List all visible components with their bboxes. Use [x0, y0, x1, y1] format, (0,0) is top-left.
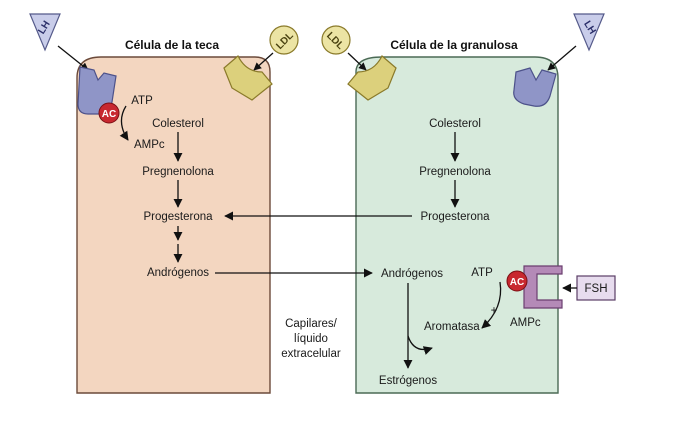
capillaries-line1: Capilares/ — [285, 318, 338, 330]
theca-cell — [76, 56, 271, 394]
granulosa-plus: + — [491, 305, 498, 317]
theca-androgens: Andrógenos — [147, 267, 209, 279]
granulosa-lh-receptor — [513, 67, 557, 107]
granulosa-androgens: Andrógenos — [381, 268, 443, 280]
granulosa-aromatase: Aromatasa — [424, 321, 480, 333]
granulosa-ac-circle — [506, 270, 528, 292]
capillaries-line3: extracelular — [281, 348, 341, 360]
fsh-label: FSH — [585, 283, 608, 295]
theca-ampc: AMPc — [134, 139, 165, 151]
granulosa-ldl-arrow — [347, 52, 367, 71]
granulosa-lh-ligand: LH — [573, 13, 605, 52]
granulosa-lh-arrow — [547, 45, 577, 71]
theca-lh-ligand: LH — [29, 13, 61, 52]
granulosa-estrogens: Estrógenos — [379, 375, 437, 387]
granulosa-ldl-ligand: LDL — [321, 25, 351, 55]
granulosa-cell — [355, 56, 559, 394]
theca-ldl-ligand: LDL — [269, 25, 299, 55]
granulosa-atp: ATP — [471, 267, 493, 279]
granulosa-ampc: AMPc — [510, 317, 541, 329]
granulosa-ac-label: AC — [510, 277, 524, 288]
granulosa-progesterone: Progesterona — [420, 211, 490, 223]
granulosa-cholesterol: Colesterol — [429, 118, 481, 130]
theca-lh-arrow — [57, 45, 89, 71]
granulosa-ldl-receptor — [347, 55, 397, 101]
granulosa-cell-title: Célula de la granulosa — [390, 38, 518, 52]
aromatase-branch-arrow — [407, 335, 433, 355]
fsh-box — [576, 275, 616, 301]
granulosa-ac-curve-arrow — [481, 281, 502, 329]
fsh-receptor — [523, 265, 563, 309]
granulosa-pregnenolone: Pregnenolona — [419, 166, 491, 178]
theca-ac-circle — [98, 102, 120, 124]
theca-atp: ATP — [131, 95, 153, 107]
theca-ldl-arrow — [253, 52, 274, 71]
theca-progesterone: Progesterona — [143, 211, 213, 223]
theca-cholesterol: Colesterol — [152, 118, 204, 130]
theca-ac-label: AC — [102, 109, 116, 120]
theca-ac-curve-arrow — [119, 105, 129, 141]
theca-cell-title: Célula de la teca — [125, 38, 219, 52]
theca-pregnenolone: Pregnenolona — [142, 166, 214, 178]
theca-ldl-receptor — [223, 55, 273, 101]
capillaries-line2: líquido — [294, 333, 328, 345]
